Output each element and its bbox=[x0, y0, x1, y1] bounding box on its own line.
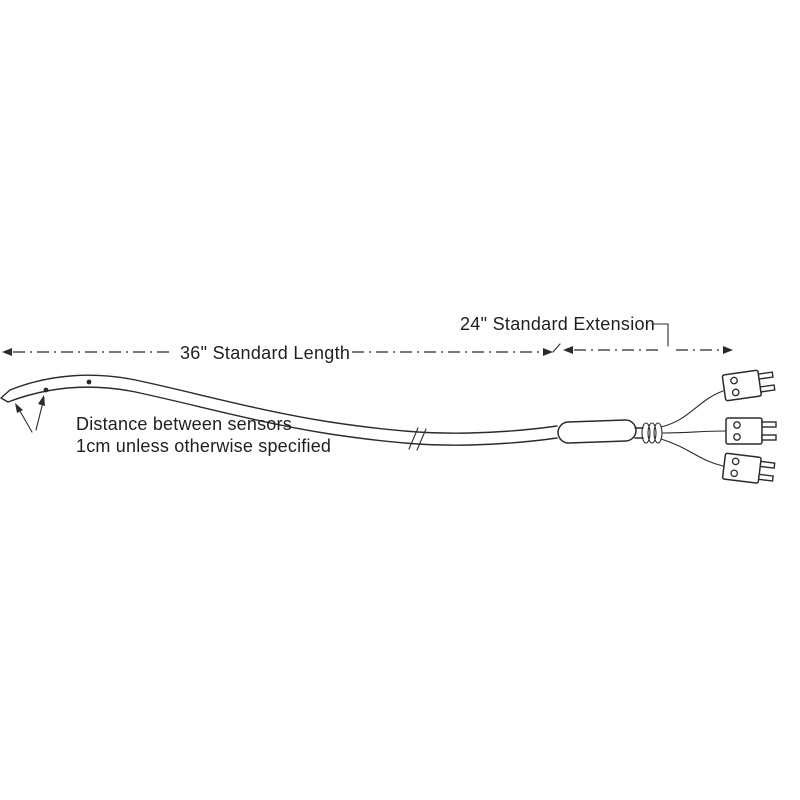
probe-tip bbox=[0, 389, 11, 403]
sensor-dot-1 bbox=[43, 387, 49, 393]
extension-arrow-left-icon bbox=[563, 346, 573, 354]
extension-leader-bracket bbox=[651, 323, 669, 347]
connector-bottom-prong-2 bbox=[757, 473, 774, 482]
connector-top-body bbox=[721, 369, 762, 402]
connector-bottom-screw-2 bbox=[730, 469, 739, 478]
dimension-arrow-right-icon bbox=[543, 348, 553, 356]
sensor-leader-arrow-2-icon bbox=[15, 403, 23, 413]
dimension-arrow-left-icon bbox=[2, 348, 12, 356]
coil-loop-3 bbox=[653, 422, 663, 444]
connector-middle bbox=[725, 417, 777, 445]
sensor-note-line2: 1cm unless otherwise specified bbox=[76, 436, 331, 456]
standard-length-label: 36" Standard Length bbox=[180, 343, 350, 363]
connector-top bbox=[721, 369, 776, 402]
extension-arrow-right-icon bbox=[723, 346, 733, 354]
cable-top-edge bbox=[9, 374, 558, 434]
connector-bottom-body bbox=[721, 452, 762, 484]
connector-middle-prong-1 bbox=[761, 421, 777, 428]
coil-loop-2 bbox=[647, 422, 657, 444]
lead-wire-top bbox=[660, 390, 724, 428]
cable-band-tick-1 bbox=[408, 427, 419, 450]
connector-middle-screw-2 bbox=[733, 433, 741, 441]
sensor-note-line1: Distance between sensors bbox=[76, 414, 292, 434]
splice-sleeve bbox=[557, 419, 637, 444]
connector-middle-prong-2 bbox=[761, 434, 777, 441]
dimension-24-standard-extension: 24" Standard Extension bbox=[460, 314, 733, 354]
standard-extension-label: 24" Standard Extension bbox=[460, 314, 655, 334]
probe-shaft bbox=[0, 374, 558, 451]
sensor-leader-arrow-1-icon bbox=[38, 395, 45, 406]
cable-band-tick-2 bbox=[416, 428, 427, 451]
connector-middle-body bbox=[725, 417, 763, 445]
cable-bottom-edge bbox=[7, 386, 558, 446]
coil-loop-1 bbox=[641, 422, 651, 444]
connector-middle-screw-1 bbox=[733, 421, 741, 429]
connector-top-prong-1 bbox=[757, 371, 774, 380]
lead-wire-bottom bbox=[660, 438, 724, 467]
connector-bottom bbox=[721, 452, 776, 484]
dimension-tick-36-end bbox=[552, 343, 561, 353]
sensor-dot-2 bbox=[86, 379, 92, 385]
sensor-note: Distance between sensors 1cm unless othe… bbox=[15, 395, 331, 456]
connector-top-prong-2 bbox=[759, 384, 776, 393]
dimension-36-standard-length: 36" Standard Length bbox=[2, 343, 561, 363]
connector-bottom-screw-1 bbox=[731, 457, 740, 466]
connector-bottom-prong-1 bbox=[759, 460, 776, 469]
splice-sleeve-body bbox=[557, 419, 637, 444]
wrap-coil bbox=[641, 422, 663, 444]
connector-top-screw-2 bbox=[731, 388, 740, 397]
lead-wires bbox=[660, 390, 726, 467]
lead-wire-middle bbox=[661, 430, 726, 434]
connector-top-screw-1 bbox=[730, 376, 738, 385]
